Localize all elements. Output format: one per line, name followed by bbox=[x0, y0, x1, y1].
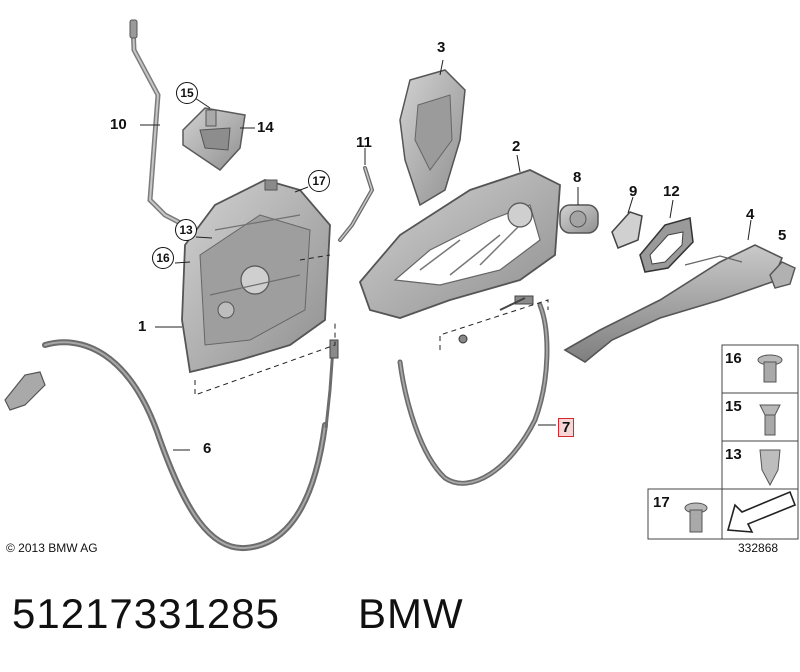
dashed-assembly-lines bbox=[194, 254, 549, 396]
callout-10: 10 bbox=[110, 116, 127, 133]
clip-nut-icon bbox=[759, 449, 781, 487]
callout-12: 12 bbox=[663, 183, 680, 200]
callout-11: 11 bbox=[356, 134, 372, 151]
seal-part-12 bbox=[639, 217, 694, 273]
callout-4: 4 bbox=[746, 206, 755, 223]
callout-5: 5 bbox=[778, 227, 787, 244]
leader-lines bbox=[140, 59, 752, 451]
legend-label-17: 17 bbox=[653, 494, 670, 511]
arrow-icon bbox=[726, 490, 797, 533]
callout-13: 13 bbox=[175, 219, 197, 241]
brand-caption: BMW bbox=[358, 590, 464, 637]
callout-9: 9 bbox=[629, 183, 638, 200]
door-lock-part-1 bbox=[181, 179, 331, 374]
callout-17: 17 bbox=[308, 170, 330, 192]
bowden-cable-part-6 bbox=[4, 339, 339, 552]
cover-part-3 bbox=[399, 69, 466, 207]
handle-carrier-part-2 bbox=[358, 169, 561, 319]
bowden-cable-part-7 bbox=[397, 295, 550, 486]
screw-icon bbox=[757, 354, 783, 383]
cap-part-5 bbox=[769, 261, 796, 289]
callout-3: 3 bbox=[437, 39, 446, 56]
bolt-icon bbox=[759, 404, 781, 436]
fastener-legend bbox=[647, 344, 799, 540]
rod-part-10 bbox=[129, 19, 193, 231]
legend-label-15: 15 bbox=[725, 398, 742, 415]
part-number-caption: 51217331285 bbox=[12, 590, 280, 637]
callout-15: 15 bbox=[176, 82, 198, 104]
striker-part-14 bbox=[182, 107, 246, 171]
screw-icon bbox=[684, 502, 708, 533]
callout-1: 1 bbox=[138, 318, 147, 335]
exploded-parts-diagram bbox=[4, 19, 799, 552]
gasket-part-9 bbox=[611, 211, 643, 249]
legend-label-16: 16 bbox=[725, 350, 742, 367]
callout-6: 6 bbox=[203, 440, 212, 457]
diagram-number: 332868 bbox=[738, 541, 779, 555]
callout-7: 7 bbox=[558, 418, 575, 437]
rod-part-11 bbox=[338, 166, 375, 242]
callout-2: 2 bbox=[512, 138, 521, 155]
callout-8: 8 bbox=[573, 169, 582, 186]
callout-16: 16 bbox=[152, 247, 174, 269]
legend-label-13: 13 bbox=[725, 446, 742, 463]
copyright-text: © 2013 BMW AG bbox=[6, 541, 98, 555]
callout-14: 14 bbox=[257, 119, 274, 136]
lock-cylinder-part-8 bbox=[559, 204, 599, 234]
